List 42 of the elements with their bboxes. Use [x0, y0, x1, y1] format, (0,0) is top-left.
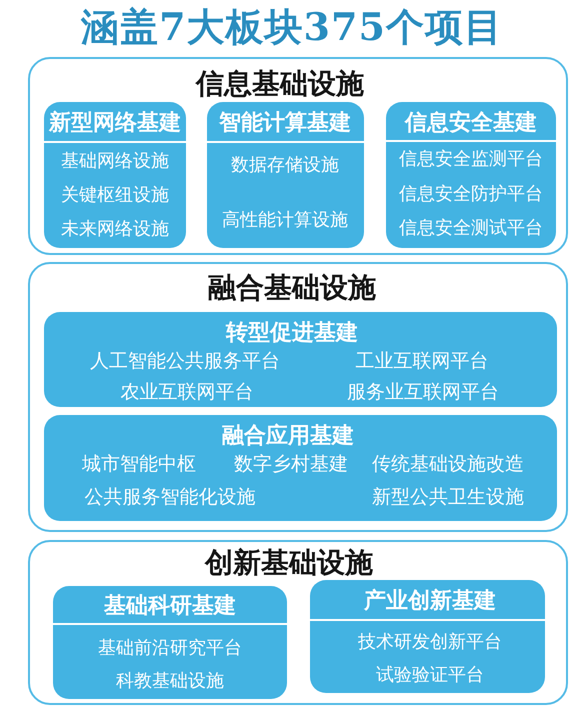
item-text: 新型公共卫生设施	[372, 487, 524, 509]
section-panel	[28, 57, 568, 255]
category-card	[310, 580, 545, 693]
card-heading: 融合应用基建	[222, 423, 354, 449]
card-heading: 智能计算基建	[219, 110, 351, 136]
item-text: 关键枢纽设施	[61, 186, 169, 206]
item-text: 数字乡村基建	[234, 454, 348, 476]
item-text: 公共服务智能化设施	[84, 487, 256, 509]
item-text: 信息安全监测平台	[399, 150, 543, 170]
category-card	[53, 586, 287, 699]
item-text: 未来网络设施	[61, 220, 169, 240]
card-heading: 新型网络基建	[49, 110, 181, 136]
category-card	[44, 312, 557, 407]
card-heading: 转型促进基建	[226, 320, 358, 346]
item-text: 基础网络设施	[61, 152, 169, 172]
item-text: 农业互联网平台	[120, 382, 254, 404]
category-card	[44, 415, 557, 521]
item-text: 技术研发创新平台	[358, 632, 502, 654]
category-card	[386, 102, 556, 248]
section-panel	[28, 540, 568, 705]
item-text: 试验验证平台	[376, 666, 484, 686]
card-heading: 产业创新基建	[364, 588, 496, 614]
section-heading: 信息基础设施	[196, 68, 364, 100]
item-text: 信息安全防护平台	[399, 184, 543, 206]
section-heading: 融合基础设施	[208, 272, 376, 304]
card-heading: 信息安全基建	[405, 110, 537, 136]
item-text: 工业互联网平台	[356, 351, 488, 373]
item-text: 信息安全测试平台	[399, 218, 543, 240]
section-heading: 创新基础设施	[205, 546, 373, 580]
item-text: 高性能计算设施	[222, 210, 348, 232]
item-text: 人工智能公共服务平台	[90, 351, 280, 373]
title: 涵盖7大板块375个项目	[81, 5, 503, 49]
category-card	[207, 102, 364, 248]
section-panel	[28, 262, 568, 532]
category-card	[44, 102, 186, 248]
item-text: 数据存储设施	[231, 156, 339, 176]
item-text: 基础前沿研究平台	[98, 638, 242, 660]
item-text: 传统基础设施改造	[372, 454, 524, 476]
item-text: 城市智能中枢	[82, 454, 196, 476]
card-heading: 基础科研基建	[104, 593, 236, 619]
item-text: 科教基础设施	[116, 672, 224, 692]
item-text: 服务业互联网平台	[347, 382, 499, 404]
